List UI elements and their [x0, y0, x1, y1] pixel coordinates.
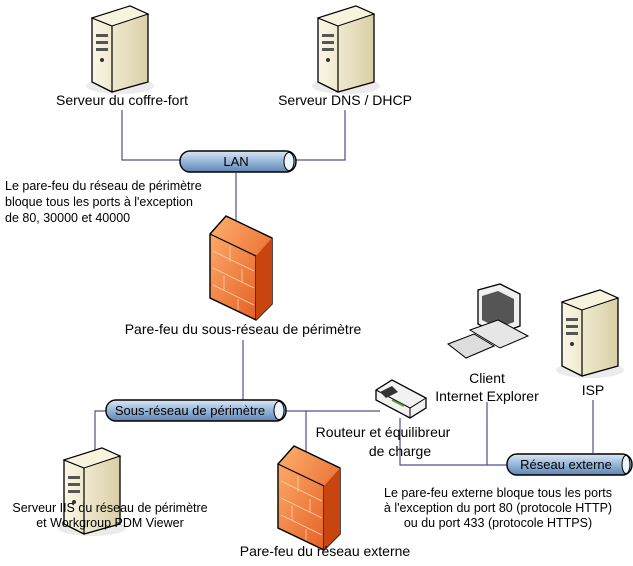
note-line: ou du port 433 (protocole HTTPS)	[404, 516, 592, 530]
router-icon	[375, 379, 427, 419]
perimeter-pipe: Sous-réseau de périmètre	[105, 399, 287, 422]
note-line: bloque tous les ports à l'exception	[5, 195, 193, 209]
lan-label: LAN	[223, 154, 248, 169]
perimeter-network-label: Sous-réseau de périmètre	[115, 403, 265, 418]
dns-server-label: Serveur DNS / DHCP	[278, 92, 412, 108]
perimeter-firewall-label: Pare-feu du sous-réseau de périmètre	[125, 321, 362, 337]
perimeter-firewall-note: Le pare-feu du réseau de périmètre bloqu…	[5, 179, 202, 225]
iis-server-label-line2: et Workgroup PDM Viewer	[36, 516, 184, 530]
client-computer-icon	[446, 283, 530, 359]
external-firewall-icon	[277, 445, 341, 551]
external-pipe: Réseau externe	[506, 453, 633, 476]
lan-pipe: LAN	[179, 150, 297, 173]
dns-server-icon	[311, 5, 381, 95]
perimeter-firewall-icon	[209, 215, 273, 321]
note-line: Le pare-feu externe bloque tous les port…	[384, 486, 612, 500]
isp-label: ISP	[582, 382, 605, 398]
router-label-line1: Routeur et équilibreur	[316, 424, 451, 440]
client-label-line1: Client	[469, 370, 505, 386]
client-label-line2: Internet Explorer	[435, 388, 539, 404]
note-line: à l'exception du port 80 (protocole HTTP…	[384, 501, 612, 515]
iis-server-label-line1: Serveur IIS du réseau de périmètre	[12, 501, 207, 515]
external-firewall-note: Le pare-feu externe bloque tous les port…	[384, 486, 612, 530]
vault-server-icon	[85, 5, 155, 95]
note-line: de 80, 30000 et 40000	[5, 211, 130, 225]
note-line: Le pare-feu du réseau de périmètre	[5, 179, 202, 193]
external-network-label: Réseau externe	[520, 457, 612, 472]
wires	[94, 110, 594, 466]
isp-server-icon	[555, 289, 625, 379]
vault-server-label: Serveur du coffre-fort	[56, 92, 188, 108]
external-firewall-label: Pare-feu du réseau externe	[240, 543, 411, 559]
router-label-line2: de charge	[369, 443, 431, 459]
